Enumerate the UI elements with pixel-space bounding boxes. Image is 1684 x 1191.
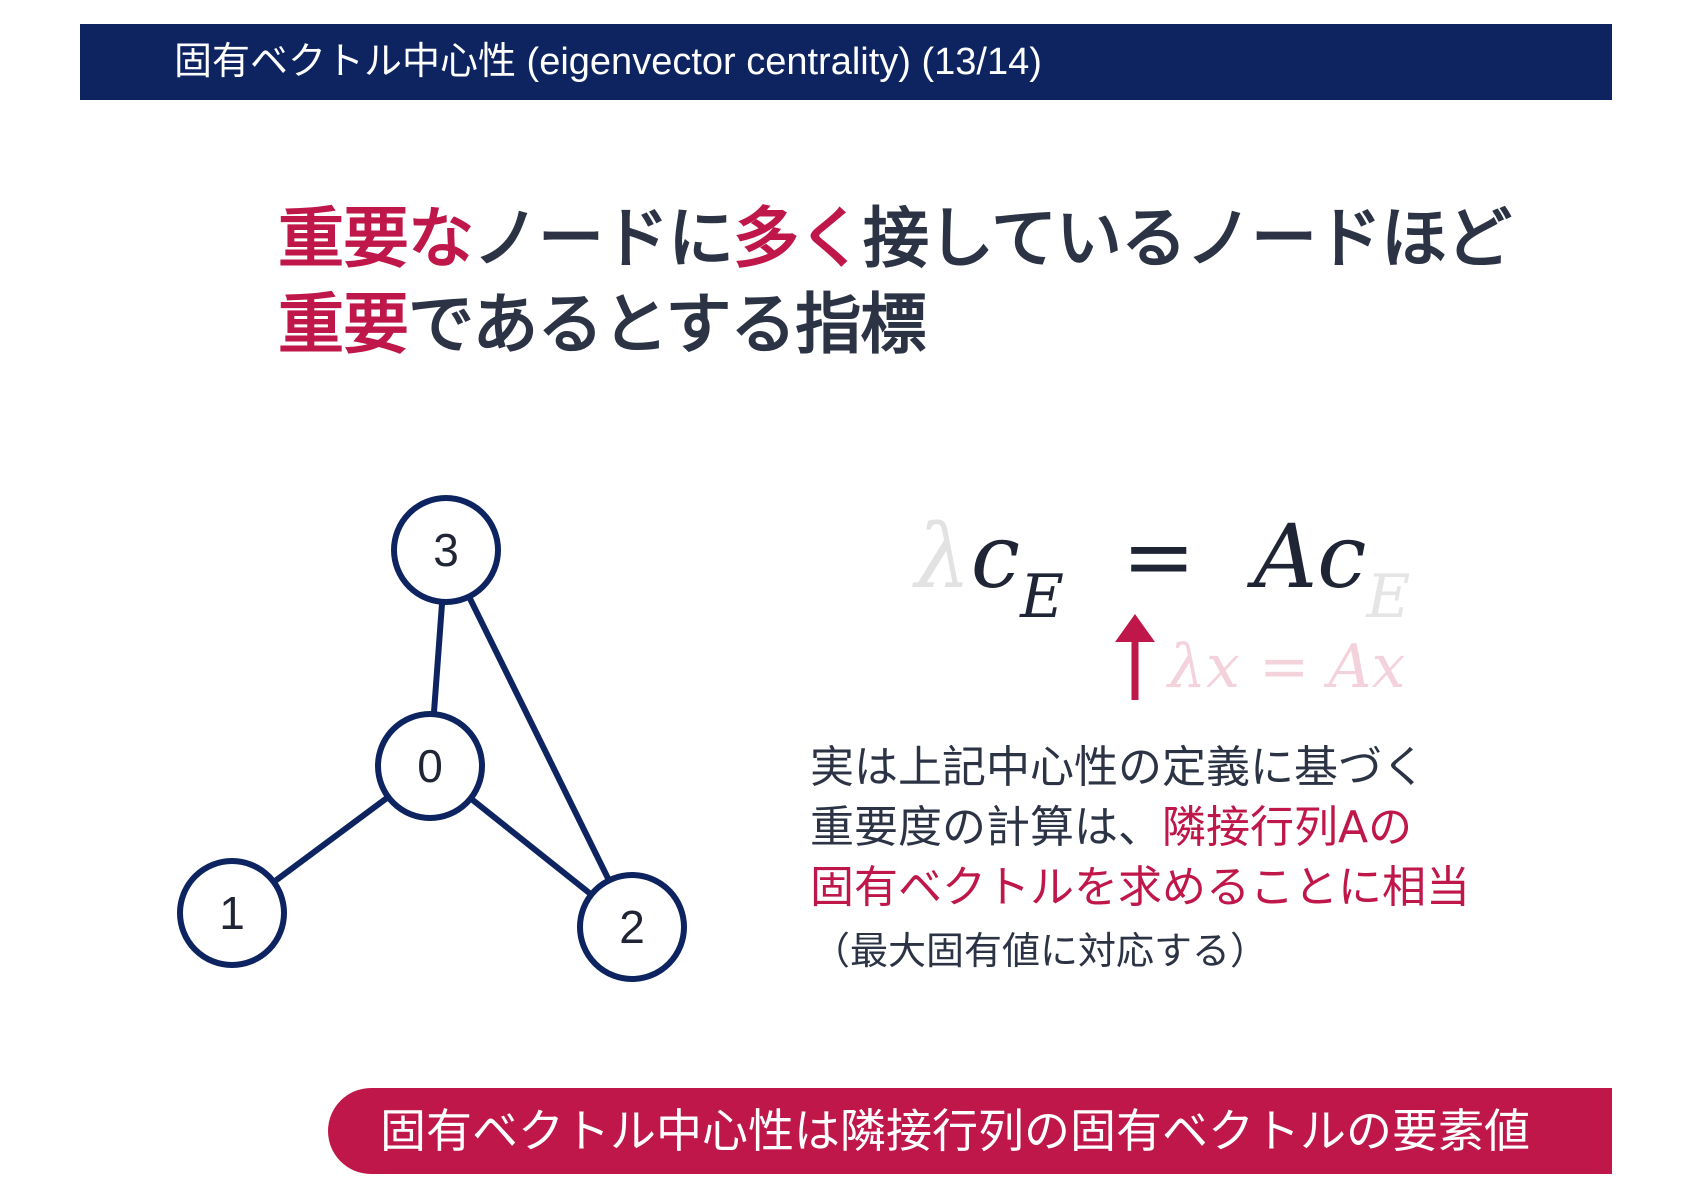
summary-banner-text: 固有ベクトル中心性は隣接行列の固有ベクトルの要素値 [380, 1104, 1530, 1158]
node-label: 0 [417, 740, 443, 792]
centrality-symbol: c [1317, 505, 1367, 608]
summary-banner: 固有ベクトル中心性は隣接行列の固有ベクトルの要素値 [328, 1088, 1612, 1174]
eigen-equation: λcE = AcE [915, 505, 1410, 632]
explanation-plain: 重要度の計算は、 [810, 802, 1162, 853]
general-eigen-equation: λx = Ax [1168, 632, 1406, 702]
slide-title: 固有ベクトル中心性 (eigenvector centrality) (13/1… [174, 41, 1042, 83]
explanation-line-3: 固有ベクトルを求めることに相当 [810, 862, 1470, 913]
headline-accent: 重要 [278, 286, 409, 363]
headline: 重要なノードに多く接しているノードほど 重要であるとする指標 [278, 196, 1512, 368]
eigenvalue-note: （最大固有値に対応する） [812, 929, 1269, 973]
explanation-text: 実は上記中心性の定義に基づく 重要度の計算は、隣接行列Aの 固有ベクトルを求める… [810, 738, 1470, 918]
graph-node-1: 1 [177, 858, 287, 968]
graph-node-3: 3 [391, 495, 501, 605]
graph-edge-3-2 [443, 548, 635, 929]
slide-header: 固有ベクトル中心性 (eigenvector centrality) (13/1… [80, 24, 1612, 100]
headline-text: ノードに [473, 200, 734, 277]
graph-node-2: 2 [577, 872, 687, 982]
headline-accent: 重要な [278, 200, 474, 277]
adjacency-symbol: A [1253, 505, 1318, 608]
lambda-symbol: λ [915, 505, 971, 608]
explanation-line-1: 実は上記中心性の定義に基づく [810, 742, 1426, 793]
graph-node-0: 0 [375, 711, 485, 821]
explanation-line-2: 重要度の計算は、隣接行列Aの [810, 798, 1470, 858]
headline-text: 接しているノードほど [863, 200, 1512, 277]
headline-line-1: 重要なノードに多く接しているノードほど [278, 196, 1512, 282]
network-graph: 3 0 1 2 [177, 495, 687, 982]
headline-accent: 多く [733, 200, 864, 277]
equals-sign: = [1121, 505, 1196, 608]
centrality-symbol: c [970, 505, 1021, 608]
up-arrow-icon [1115, 614, 1155, 700]
node-label: 2 [619, 901, 645, 953]
explanation-highlight: 隣接行列Aの [1162, 802, 1413, 853]
node-label: 3 [433, 524, 459, 576]
headline-text: であるとする指標 [408, 286, 926, 363]
subscript-e: E [1366, 562, 1411, 632]
headline-line-2: 重要であるとする指標 [278, 282, 1511, 368]
subscript-e: E [1020, 562, 1064, 632]
node-label: 1 [219, 887, 245, 939]
